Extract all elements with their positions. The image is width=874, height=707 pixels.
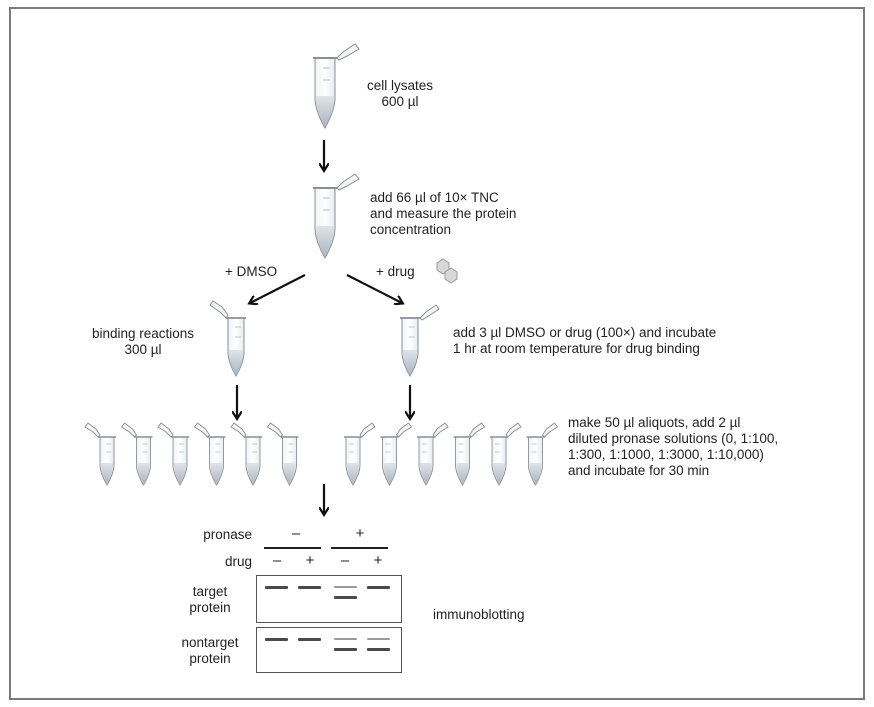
blot-band-strong-lower — [367, 648, 390, 651]
step1-line1: cell lysates — [366, 78, 434, 93]
aliquot-tube-drug — [489, 422, 522, 486]
tube-binding-dmso — [209, 300, 247, 377]
step3-left-line2: 300 µl — [124, 342, 162, 357]
pronase-minus: – — [291, 525, 301, 542]
blot-nontarget-protein — [256, 627, 402, 673]
step4-line3: 1:300, 1:1000, 1:3000, 1:10,000) — [568, 447, 764, 462]
row-label-target: target protein — [160, 584, 260, 616]
pronase-plus-bar — [331, 547, 388, 549]
tube-tnc — [312, 173, 360, 259]
figure-frame — [9, 7, 865, 700]
aliquot-tube-dmso — [193, 422, 227, 486]
step3-right-line1: add 3 µl DMSO or drug (100×) and incubat… — [453, 325, 717, 340]
aliquot-tube-drug — [416, 422, 449, 486]
blot-band-strong — [367, 586, 390, 589]
blot-band-strong-lower — [334, 648, 357, 651]
step2-line3: concentration — [370, 222, 452, 237]
aliquot-tubes-drug — [343, 422, 559, 486]
row-label-nontarget-line1: nontarget — [181, 635, 239, 650]
drug-molecule-icon — [436, 258, 458, 284]
aliquot-tube-drug — [379, 422, 413, 486]
step3-left-line1: binding reactions — [91, 326, 195, 341]
pronase-minus-bar — [264, 547, 321, 549]
aliquot-tube-dmso — [84, 422, 117, 486]
branch-drug-label: + drug — [376, 264, 415, 279]
pronase-plus: + — [355, 525, 365, 542]
blot-band-strong — [265, 638, 288, 641]
blot-band-strong — [298, 638, 321, 641]
aliquot-tube-dmso — [120, 422, 154, 486]
step2-label: add 66 µl of 10× TNC and measure the pro… — [370, 190, 516, 238]
aliquot-tube-dmso — [230, 422, 263, 486]
aliquot-tube-drug — [525, 422, 559, 486]
blot-target-protein — [256, 575, 402, 623]
drug-sign-1: – — [272, 552, 282, 569]
drug-sign-2: + — [305, 552, 315, 569]
step1-line2: 600 µl — [381, 94, 419, 109]
drug-label: drug — [224, 554, 252, 569]
step4-line4: and incubate for 30 min — [568, 463, 710, 478]
aliquot-tube-dmso — [157, 422, 190, 486]
arrow-branch-dmso — [250, 274, 306, 303]
drug-sign-4: + — [373, 552, 383, 569]
blot-band-faint — [367, 638, 390, 640]
row-label-target-line2: protein — [189, 600, 231, 615]
aliquot-tube-drug — [343, 422, 376, 486]
blot-band-faint — [334, 638, 357, 640]
aliquot-tube-dmso — [266, 422, 300, 486]
immunoblotting-label: immunoblotting — [433, 607, 525, 622]
step1-label: cell lysates 600 µl — [350, 78, 450, 110]
step3-right-label: add 3 µl DMSO or drug (100×) and incubat… — [453, 325, 716, 357]
step2-line2: and measure the protein — [370, 206, 517, 221]
step4-line2: diluted pronase solutions (0, 1:100, — [568, 431, 779, 446]
row-label-nontarget-line2: protein — [189, 651, 231, 666]
step4-line1: make 50 µl aliquots, add 2 µl — [568, 415, 741, 430]
tube-binding-drug — [399, 304, 440, 377]
drug-sign-3: – — [340, 552, 350, 569]
aliquot-tubes-dmso — [84, 422, 300, 486]
blot-band-strong — [298, 586, 321, 589]
step3-right-line2: 1 hr at room temperature for drug bindin… — [453, 341, 700, 356]
row-label-nontarget: nontarget protein — [160, 635, 260, 667]
step3-left-label: binding reactions 300 µl — [78, 326, 208, 358]
aliquot-tube-drug — [452, 422, 486, 486]
blot-band-faint — [334, 586, 357, 588]
arrow-branch-drug — [346, 274, 402, 303]
blot-band-strong-lower — [334, 596, 357, 599]
branch-dmso-label: + DMSO — [225, 264, 278, 279]
row-label-target-line1: target — [192, 584, 228, 599]
blot-band-strong — [265, 586, 288, 589]
pronase-label: pronase — [203, 527, 252, 542]
step4-label: make 50 µl aliquots, add 2 µl diluted pr… — [568, 415, 778, 479]
step2-line1: add 66 µl of 10× TNC — [370, 190, 499, 205]
